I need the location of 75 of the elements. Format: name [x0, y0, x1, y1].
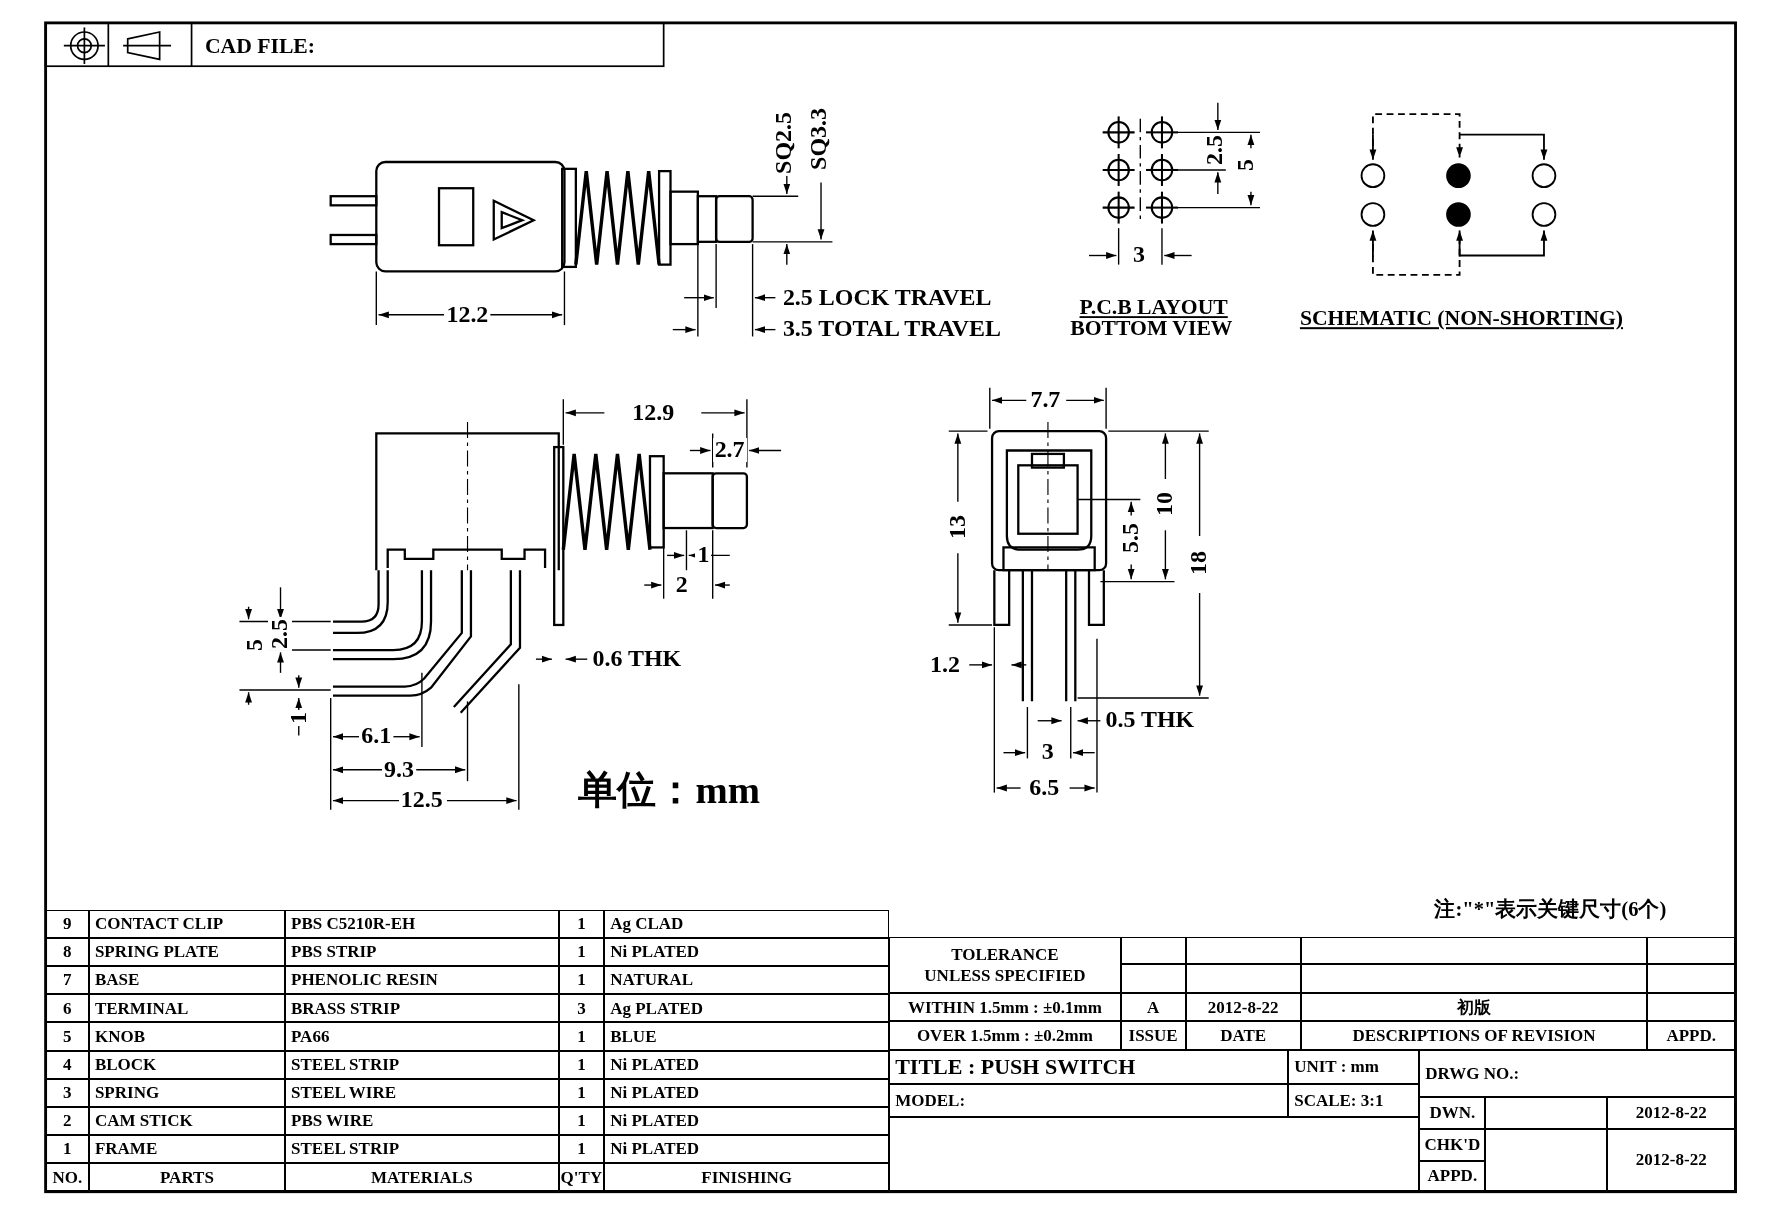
- table-cell: 9: [45, 909, 89, 938]
- table-cell: BLUE: [604, 1022, 890, 1051]
- title-block-cell: TOLERANCE UNLESS SPECIFIED: [889, 937, 1121, 993]
- title-block-cell: OVER 1.5mm : ±0.2mm: [889, 1021, 1121, 1050]
- table-cell: PBS C5210R-EH: [285, 909, 559, 938]
- table-cell: 1: [558, 909, 605, 938]
- table-cell: 3: [558, 994, 605, 1023]
- title-block-cell: DRWG NO.:: [1419, 1049, 1736, 1097]
- title-block-cell: DWN.: [1419, 1096, 1486, 1129]
- table-cell: PBS WIRE: [285, 1106, 559, 1135]
- table-header-cell: PARTS: [88, 1163, 285, 1192]
- table-cell: BASE: [88, 966, 285, 995]
- table-cell: 3: [45, 1078, 89, 1107]
- table-cell: PBS STRIP: [285, 937, 559, 967]
- title-block-cell: SCALE: 3:1: [1288, 1084, 1420, 1118]
- table-cell: PHENOLIC RESIN: [285, 966, 559, 995]
- table-cell: BLOCK: [88, 1050, 285, 1079]
- table-cell: 4: [45, 1050, 89, 1079]
- dimension-label: 2.7: [712, 438, 747, 463]
- table-cell: CAM STICK: [88, 1106, 285, 1135]
- title-block-cell: 2012-8-22: [1185, 992, 1301, 1022]
- table-cell: 6: [45, 994, 89, 1023]
- title-block-cell: UNIT : mm: [1288, 1049, 1420, 1085]
- title-block-cell: APPD.: [1419, 1160, 1486, 1192]
- table-cell: 5: [45, 1022, 89, 1051]
- view-title: SCHEMATIC (NON-SHORTING): [1297, 308, 1625, 330]
- table-cell: SPRING PLATE: [88, 937, 285, 967]
- table-cell: CONTACT CLIP: [88, 909, 285, 938]
- title-block-cell: ISSUE: [1120, 1021, 1186, 1050]
- table-cell: 1: [558, 1078, 605, 1107]
- title-block-cell: MODEL:: [889, 1084, 1289, 1118]
- title-block-cell: APPD.: [1647, 1021, 1736, 1050]
- table-cell: KNOB: [88, 1022, 285, 1051]
- table-cell: Ni PLATED: [604, 937, 890, 967]
- table-cell: 1: [558, 937, 605, 967]
- table-cell: STEEL STRIP: [285, 1134, 559, 1164]
- table-cell: Ni PLATED: [604, 1134, 890, 1164]
- table-cell: Ag CLAD: [604, 909, 890, 938]
- table-header-cell: Q'TY: [558, 1163, 605, 1192]
- table-cell: NATURAL: [604, 966, 890, 995]
- table-header-cell: NO.: [45, 1163, 89, 1192]
- table-cell: PA66: [285, 1022, 559, 1051]
- table-cell: 1: [558, 1022, 605, 1051]
- table-cell: 1: [558, 1106, 605, 1135]
- table-cell: 1: [45, 1134, 89, 1164]
- table-cell: Ni PLATED: [604, 1050, 890, 1079]
- unit-note: 单位：mm: [576, 770, 762, 810]
- title-block-cell: 2012-8-22: [1607, 1096, 1736, 1129]
- table-cell: SPRING: [88, 1078, 285, 1107]
- title-block-cell: TITLE : PUSH SWITCH: [889, 1049, 1289, 1085]
- table-header-cell: MATERIALS: [285, 1163, 559, 1192]
- title-block-cell: DESCRIPTIONS OF REVISION: [1300, 1021, 1648, 1050]
- table-cell: BRASS STRIP: [285, 994, 559, 1023]
- table-cell: 1: [558, 966, 605, 995]
- table-cell: 1: [558, 1134, 605, 1164]
- table-cell: TERMINAL: [88, 994, 285, 1023]
- table-cell: 2: [45, 1106, 89, 1135]
- note-text: 注:"*"表示关键尺寸(6个): [1432, 898, 1669, 919]
- title-block-cell: CHK'D: [1419, 1128, 1486, 1161]
- table-cell: Ag PLATED: [604, 994, 890, 1023]
- table-cell: 8: [45, 937, 89, 967]
- table-cell: STEEL WIRE: [285, 1078, 559, 1107]
- title-block-cell: A: [1120, 992, 1186, 1022]
- table-cell: Ni PLATED: [604, 1078, 890, 1107]
- title-block-cell: 2012-8-22: [1607, 1128, 1736, 1192]
- dimension-label: 2.5: [268, 616, 293, 651]
- table-cell: 7: [45, 966, 89, 995]
- table-header-cell: FINISHING: [604, 1163, 890, 1192]
- title-block-cell: DATE: [1185, 1021, 1301, 1050]
- table-cell: 1: [558, 1050, 605, 1079]
- table-cell: FRAME: [88, 1134, 285, 1164]
- table-cell: STEEL STRIP: [285, 1050, 559, 1079]
- table-cell: Ni PLATED: [604, 1106, 890, 1135]
- title-block-cell: WITHIN 1.5mm : ±0.1mm: [889, 992, 1121, 1022]
- title-block-cell: 初版: [1300, 992, 1648, 1022]
